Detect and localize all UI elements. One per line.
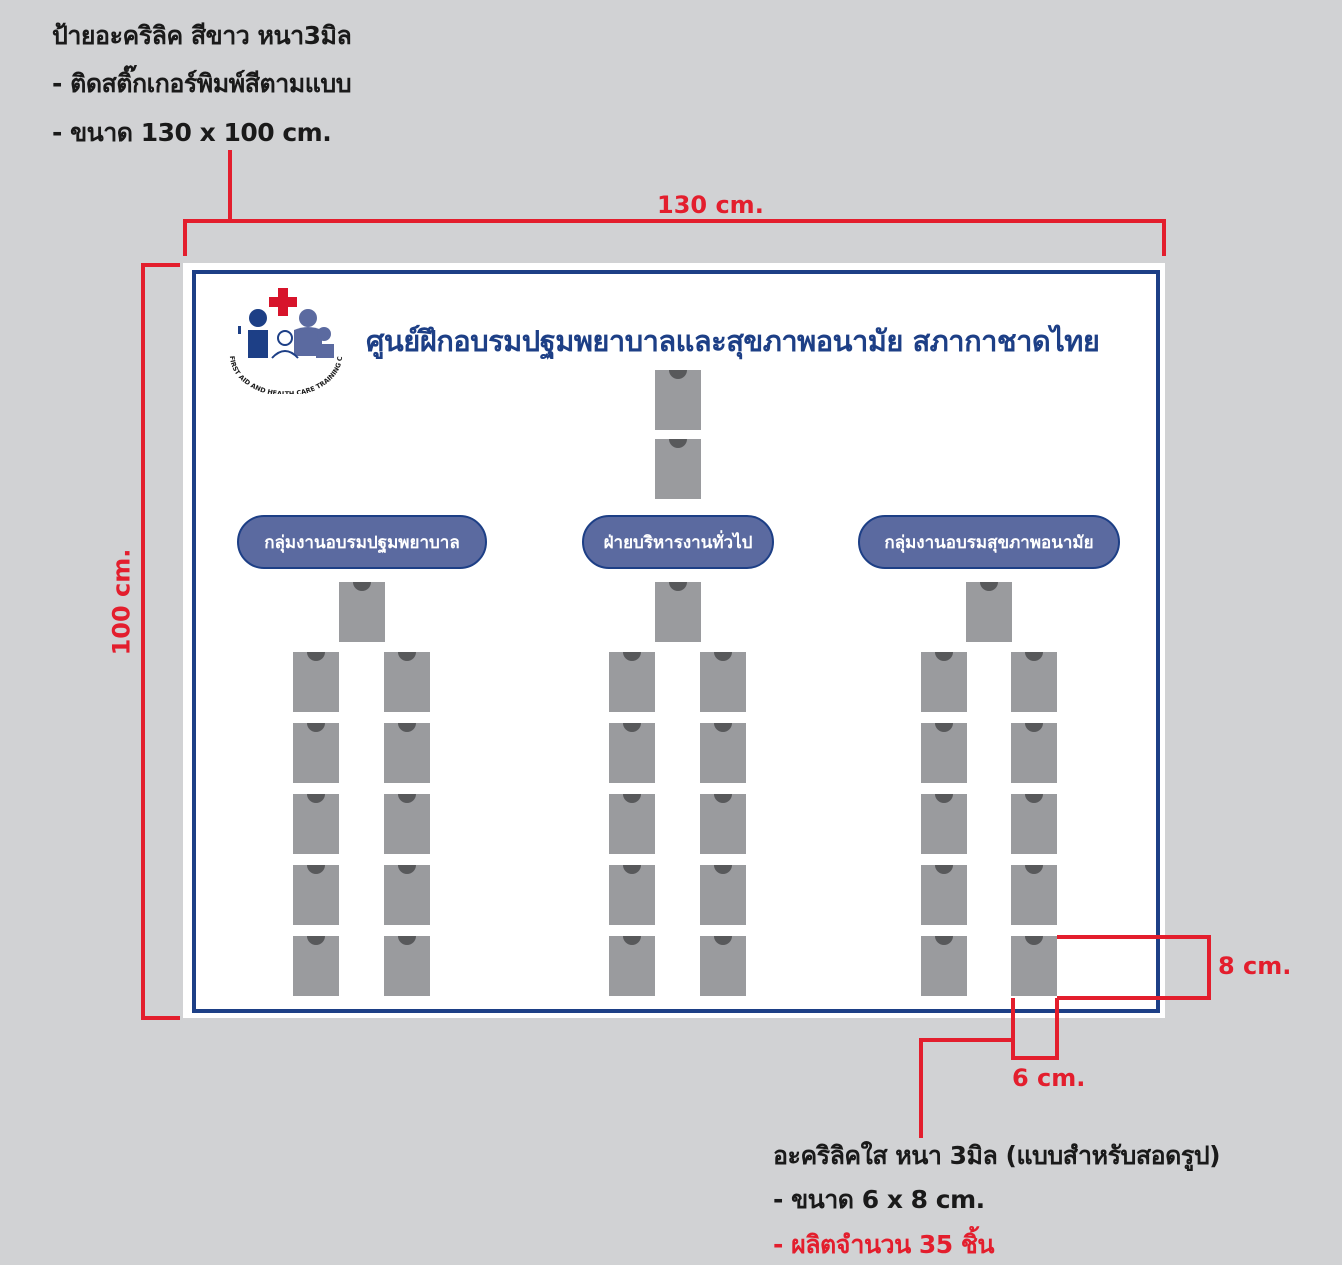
holder-notch [398, 794, 416, 803]
holder-notch [980, 582, 998, 591]
holder-notch [623, 652, 641, 661]
holder-notch [623, 723, 641, 732]
photo-holder [293, 652, 339, 712]
holder-notch [398, 652, 416, 661]
holder-height-label: 8 cm. [1218, 952, 1292, 980]
photo-holder [1011, 723, 1057, 783]
holder-notch [935, 936, 953, 945]
photo-holder [293, 723, 339, 783]
training-center-logo: FIRST AID AND HEALTH CARE TRAINING CENTE… [221, 280, 348, 398]
photo-holder [609, 794, 655, 854]
holder-notch [623, 936, 641, 945]
holder-notch [935, 652, 953, 661]
photo-holder [384, 794, 430, 854]
photo-holder [921, 723, 967, 783]
photo-holder [293, 936, 339, 996]
holder-notch [714, 936, 732, 945]
photo-holder [655, 370, 701, 430]
photo-holder [1011, 865, 1057, 925]
photo-holder [384, 723, 430, 783]
photo-holder [921, 936, 967, 996]
group-label-health: กลุ่มงานอบรมสุขภาพอนามัย [858, 515, 1120, 569]
holder-notch [669, 439, 687, 448]
holder-height-dimension-line [1057, 935, 1211, 1000]
photo-holder [700, 936, 746, 996]
holder-note-material: อะคริลิคใส หนา 3มิล (แบบสำหรับสอดรูป) [773, 1141, 1221, 1170]
holder-notch [669, 582, 687, 591]
holder-notch [1025, 865, 1043, 874]
holder-notch [669, 370, 687, 379]
photo-holder [1011, 794, 1057, 854]
photo-holder [293, 865, 339, 925]
photo-holder [700, 652, 746, 712]
holder-notch [935, 865, 953, 874]
photo-holder [1011, 652, 1057, 712]
holder-notch [307, 723, 325, 732]
height-dimension-line [141, 263, 180, 1020]
photo-holder [921, 865, 967, 925]
holder-notch [398, 865, 416, 874]
holder-notch [1025, 936, 1043, 945]
holder-notch [1025, 723, 1043, 732]
holder-notch [1025, 652, 1043, 661]
photo-holder [384, 865, 430, 925]
photo-holder [609, 652, 655, 712]
holder-width-label: 6 cm. [1012, 1064, 1086, 1092]
holder-note-leader-line [919, 1038, 1013, 1138]
holder-notch [623, 794, 641, 803]
red-cross-logo-icon: FIRST AID AND HEALTH CARE TRAINING CENTE… [221, 280, 344, 398]
width-label: 130 cm. [657, 191, 764, 219]
photo-holder [921, 794, 967, 854]
photo-holder [293, 794, 339, 854]
width-dimension-line [183, 219, 1166, 256]
photo-holder [609, 723, 655, 783]
photo-holder [339, 582, 385, 642]
photo-holder [609, 936, 655, 996]
photo-holder [655, 582, 701, 642]
holder-notch [307, 652, 325, 661]
group-label-admin: ฝ่ายบริหารงานทั่วไป [582, 515, 774, 569]
holder-notch [307, 936, 325, 945]
holder-notch [398, 936, 416, 945]
holder-notch [714, 794, 732, 803]
photo-holder [966, 582, 1012, 642]
photo-holder [1011, 936, 1057, 996]
photo-holder [921, 652, 967, 712]
photo-holder [655, 439, 701, 499]
board-title: ศูนย์ฝึกอบรมปฐมพยาบาลและสุขภาพอนามัย สภา… [366, 324, 1100, 358]
holder-note-quantity: - ผลิตจำนวน 35 ชิ้น [773, 1230, 994, 1259]
photo-holder [384, 652, 430, 712]
holder-width-dimension-line [1011, 998, 1059, 1060]
spec-note-sticker: - ติดสติ๊กเกอร์พิมพ์สีตามแบบ [52, 69, 352, 98]
holder-notch [935, 794, 953, 803]
holder-notch [1025, 794, 1043, 803]
holder-notch [714, 652, 732, 661]
holder-notch [353, 582, 371, 591]
height-label: 100 cm. [107, 548, 136, 656]
holder-notch [623, 865, 641, 874]
photo-holder [700, 794, 746, 854]
photo-holder [609, 865, 655, 925]
holder-notch [935, 723, 953, 732]
holder-note-size: - ขนาด 6 x 8 cm. [773, 1185, 985, 1214]
holder-notch [307, 865, 325, 874]
holder-notch [714, 723, 732, 732]
spec-note-material: ป้ายอะคริลิค สีขาว หนา3มิล [52, 21, 352, 50]
photo-holder [700, 723, 746, 783]
photo-holder [700, 865, 746, 925]
holder-notch [398, 723, 416, 732]
holder-notch [714, 865, 732, 874]
holder-notch [307, 794, 325, 803]
spec-note-size: - ขนาด 130 x 100 cm. [52, 118, 332, 147]
board-frame [192, 270, 1160, 1013]
group-label-first-aid: กลุ่มงานอบรมปฐมพยาบาล [237, 515, 487, 569]
photo-holder [384, 936, 430, 996]
